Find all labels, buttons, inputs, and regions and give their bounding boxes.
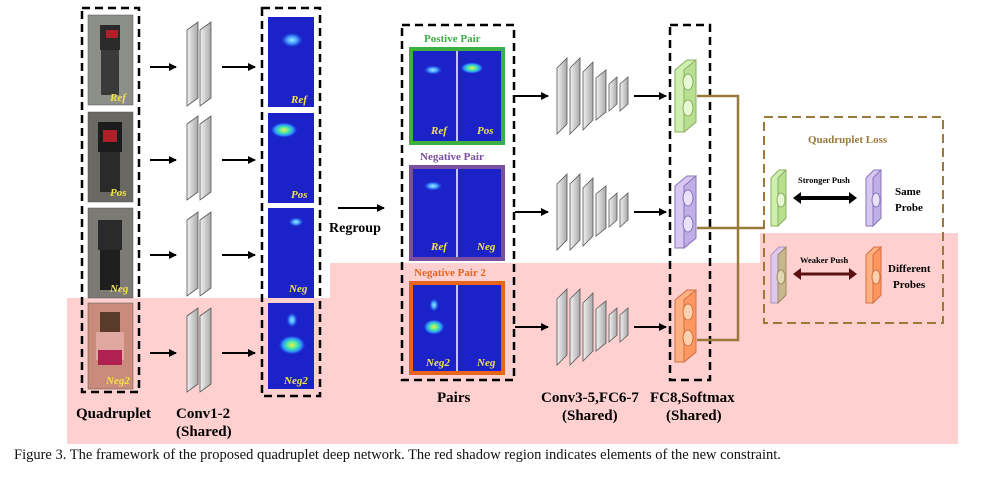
different-probes-line1: Different: [888, 263, 931, 275]
quadruplet-loss-box: [763, 116, 944, 324]
conv12-block-4: [186, 307, 212, 393]
loss-negative-lower-cube: [770, 245, 787, 305]
conv35-fc67-block-1: [556, 57, 629, 135]
conv12-block-1: [186, 21, 212, 107]
pairs-label: Pairs: [437, 390, 470, 406]
same-probe-line2: Probe: [895, 202, 923, 214]
fc8-output-negative-2: [674, 288, 697, 364]
positive-pair-left-label: Ref: [430, 125, 448, 137]
feature-map-dashed-box: [260, 6, 322, 398]
quadruplet-label: Quadruplet: [76, 406, 151, 422]
positive-to-loss-connector: [697, 94, 740, 228]
same-probe-line1: Same: [895, 186, 921, 198]
neg-feature-map: Neg: [268, 208, 314, 298]
neg2-image-label: Neg2: [105, 375, 130, 387]
negative-pair-right-label: Neg: [476, 241, 496, 253]
conv35-label-line2: (Shared): [562, 408, 618, 424]
conv12-label-line2: (Shared): [176, 424, 232, 440]
neg-image-label: Neg: [109, 283, 129, 295]
pos-image-label: Pos: [110, 187, 127, 199]
pos-feature-map-label: Pos: [291, 189, 308, 201]
regroup-label: Regroup: [329, 221, 381, 236]
loss-negative-cube: [865, 168, 882, 228]
fc8-dashed-box: [668, 23, 712, 382]
fc8-label-line2: (Shared): [666, 408, 722, 424]
pairs-dashed-box: [400, 23, 516, 382]
positive-pair-right-label: Pos: [477, 125, 494, 137]
pos-person-image: Pos: [87, 111, 134, 203]
ref-image-label: Ref: [109, 92, 127, 104]
pos-feature-map: Pos: [268, 113, 314, 203]
fc8-output-negative: [674, 174, 697, 250]
neg2-feature-map-label: Neg2: [283, 375, 308, 387]
quadruplet-dashed-box: [80, 6, 141, 394]
loss-positive-cube: [770, 168, 787, 228]
quadruplet-framework-diagram: Ref Pos Neg Neg2: [67, 6, 958, 444]
negative-pair-2-right-label: Neg: [476, 357, 496, 369]
negative-pair-2-maps: Neg2 Neg: [409, 281, 505, 375]
negative-pair-2-title: Negative Pair 2: [414, 267, 486, 279]
conv35-label-line1: Conv3-5,FC6-7: [541, 390, 639, 406]
figure-caption: Figure 3. The framework of the proposed …: [14, 447, 781, 463]
negative-pair-2-left-label: Neg2: [425, 357, 450, 369]
weaker-push-label: Weaker Push: [800, 255, 849, 265]
negative-pair-maps: Ref Neg: [409, 165, 505, 261]
conv35-fc67-block-2: [556, 173, 629, 251]
negative2-to-loss-connector: [697, 228, 740, 342]
loss-negative2-cube: [865, 245, 882, 305]
quadruplet-loss-title: Quadruplet Loss: [808, 134, 888, 146]
neg2-person-image: Neg2: [87, 302, 134, 390]
ref-feature-map: Ref: [268, 17, 314, 107]
conv12-label-line1: Conv1-2: [176, 406, 230, 422]
positive-pair-title: Postive Pair: [424, 33, 481, 45]
new-constraint-shadow-region: [67, 233, 958, 444]
ref-feature-map-label: Ref: [290, 94, 308, 106]
stronger-push-label: Stronger Push: [798, 175, 850, 185]
conv12-block-2: [186, 115, 212, 201]
fc8-label-line1: FC8,Softmax: [650, 390, 735, 406]
conv12-block-3: [186, 211, 212, 297]
stronger-push-arrow: [793, 192, 857, 204]
different-probes-line2: Probes: [893, 279, 926, 291]
neg-person-image: Neg: [87, 207, 134, 299]
negative-pair-left-label: Ref: [430, 241, 448, 253]
negative-pair-title: Negative Pair: [420, 151, 484, 163]
neg2-feature-map: Neg2: [268, 303, 314, 389]
fc8-output-positive: [674, 58, 697, 134]
neg-feature-map-label: Neg: [288, 283, 308, 295]
ref-person-image: Ref: [87, 14, 134, 106]
weaker-push-arrow: [793, 268, 857, 280]
positive-pair-maps: Ref Pos: [409, 47, 505, 145]
conv35-fc67-block-3: [556, 288, 629, 366]
